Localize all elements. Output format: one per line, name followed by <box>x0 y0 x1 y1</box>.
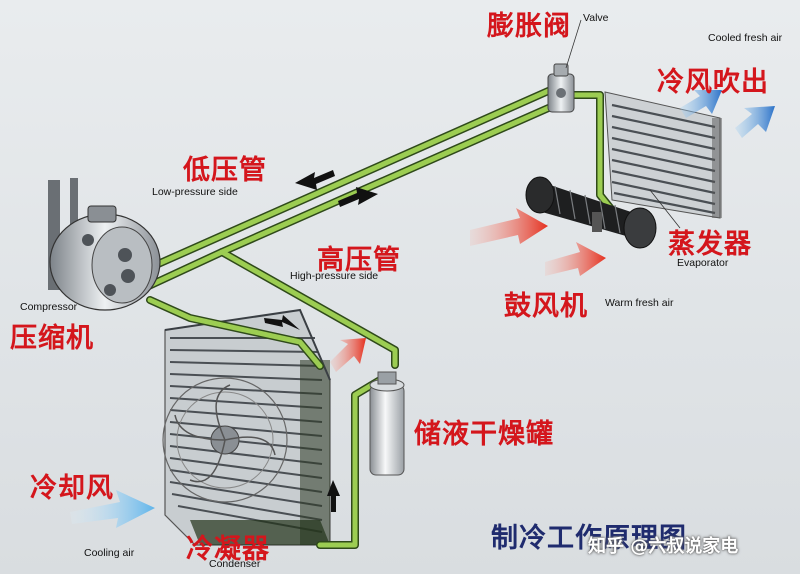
blower-label-cn: 鼓风机 <box>504 291 588 322</box>
low-pressure-label-en: Low-pressure side <box>152 186 238 198</box>
valve-label-cn: 膨胀阀 <box>487 11 571 42</box>
flow-arrow-high-pressure <box>338 187 378 207</box>
condenser <box>162 308 331 546</box>
blower <box>525 176 657 249</box>
receiver-label-cn: 储液干燥罐 <box>414 419 554 450</box>
diagram-title: 制冷工作原理图 <box>491 523 687 554</box>
expansion-valve <box>547 63 575 113</box>
air-arrows <box>70 90 775 528</box>
hot-air-arrow-condenser <box>330 338 366 372</box>
cooling-air-label-en: Cooling air <box>84 547 135 559</box>
flow-arrow-condenser-top <box>264 315 300 330</box>
flow-arrows <box>264 170 378 512</box>
cooling-air-label-cn: 冷却风 <box>30 473 114 504</box>
warm-air-arrow-2 <box>545 242 606 276</box>
evaporator <box>604 91 722 219</box>
leader-lines <box>565 19 681 229</box>
cooled-air-label-en: Cooled fresh air <box>708 32 783 44</box>
high-pressure-label-cn: 高压管 <box>317 245 401 276</box>
cooling-air-arrow <box>70 490 155 528</box>
evaporator-label-en: Evaporator <box>677 257 729 269</box>
high-pressure-label-en: High-pressure side <box>290 270 379 282</box>
refrigerant-pipes <box>136 84 616 549</box>
cooled-air-arrow-1 <box>680 90 722 118</box>
condenser-label-cn: 冷凝器 <box>186 534 270 565</box>
cooled-air-arrow-2 <box>735 106 775 138</box>
compressor <box>48 178 161 311</box>
valve-label-en: Valve <box>583 12 609 24</box>
condenser-label-en: Condenser <box>209 558 261 570</box>
warm-air-arrow-1 <box>470 208 548 246</box>
watermark: 知乎 @六叔说家电 <box>588 536 739 557</box>
flow-arrow-low-pressure <box>295 170 335 190</box>
low-pressure-label-cn: 低压管 <box>183 155 267 186</box>
receiver-dryer <box>369 371 405 476</box>
flow-arrow-condenser-return <box>327 480 340 512</box>
compressor-label-en: Compressor <box>20 301 78 313</box>
compressor-label-cn: 压缩机 <box>10 323 94 354</box>
evaporator-label-cn: 蒸发器 <box>668 229 752 260</box>
warm-air-label-en: Warm fresh air <box>605 297 674 309</box>
cooled-air-label-cn: 冷风吹出 <box>657 67 769 98</box>
